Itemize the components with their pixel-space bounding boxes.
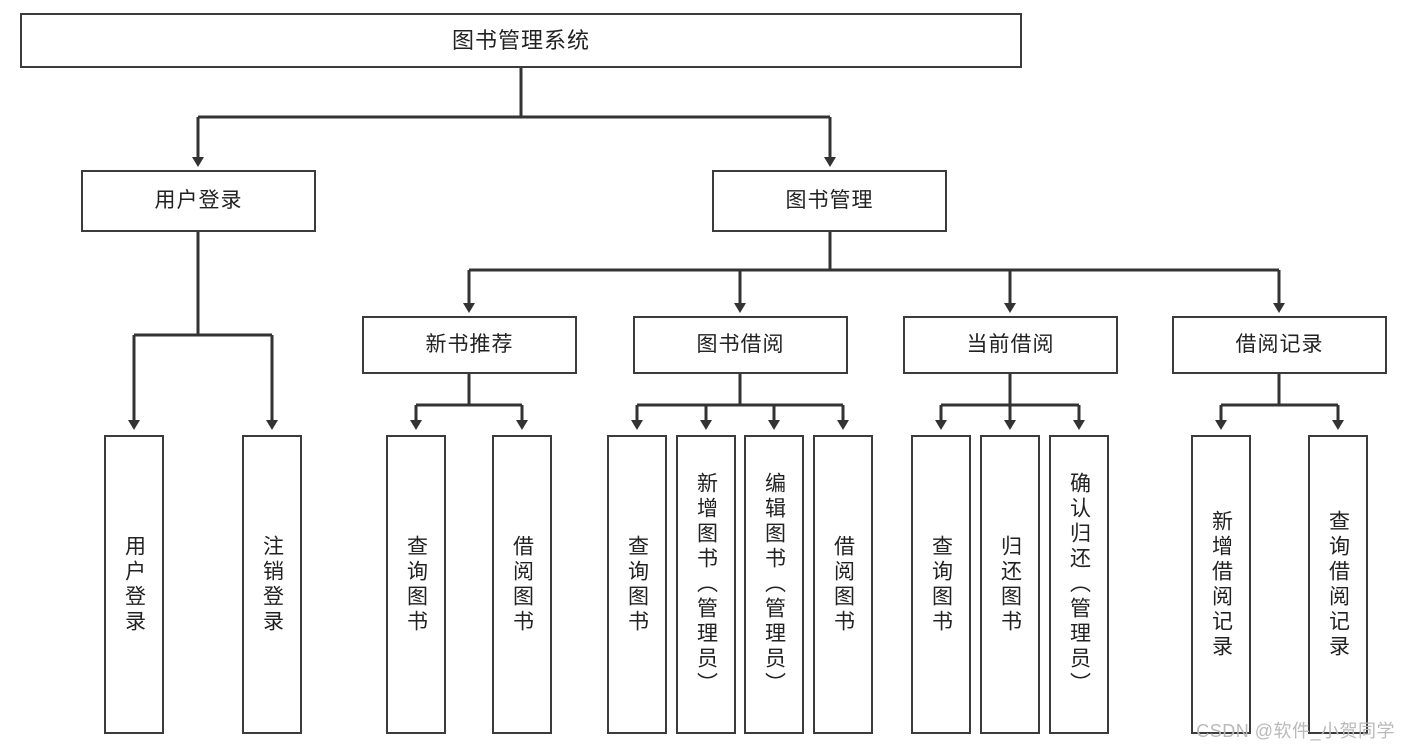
node-label: 借阅记录 [1235,332,1324,356]
node-label: 新书推荐 [425,332,514,356]
leaf-return-book[interactable]: 归还图书 [980,435,1040,734]
node-label: 借阅图书 [510,534,534,635]
node-label: 查询图书 [929,534,953,635]
node-label: 用户登录 [154,188,243,212]
node-current-borrow[interactable]: 当前借阅 [903,316,1118,374]
node-label: 确认归还（管理员） [1067,472,1091,697]
leaf-add-book-admin[interactable]: 新增图书（管理员） [676,435,736,734]
leaf-borrow-book[interactable]: 借阅图书 [813,435,873,734]
node-new-book-recommendation[interactable]: 新书推荐 [362,316,577,374]
node-root-book-management-system[interactable]: 图书管理系统 [20,13,1022,68]
node-label: 借阅图书 [831,534,855,635]
node-label: 编辑图书（管理员） [762,472,786,697]
leaf-edit-book-admin[interactable]: 编辑图书（管理员） [744,435,804,734]
leaf-add-borrow-record[interactable]: 新增借阅记录 [1191,435,1251,734]
leaf-user-login[interactable]: 用户登录 [104,435,164,734]
node-label: 图书管理 [785,188,874,212]
node-label: 查询借阅记录 [1326,509,1350,660]
node-user-login[interactable]: 用户登录 [81,170,316,232]
leaf-query-book-current[interactable]: 查询图书 [911,435,971,734]
node-borrow-record[interactable]: 借阅记录 [1172,316,1387,374]
leaf-logout[interactable]: 注销登录 [242,435,302,734]
leaf-query-book-recommendation[interactable]: 查询图书 [386,435,446,734]
node-label: 图书借阅 [696,332,785,356]
node-label: 当前借阅 [966,332,1055,356]
leaf-confirm-return-admin[interactable]: 确认归还（管理员） [1049,435,1109,734]
node-label: 图书管理系统 [451,27,590,53]
node-label: 用户登录 [122,534,146,635]
leaf-query-borrow-record[interactable]: 查询借阅记录 [1308,435,1368,734]
node-book-borrow[interactable]: 图书借阅 [633,316,848,374]
node-label: 查询图书 [625,534,649,635]
node-label: 归还图书 [998,534,1022,635]
node-label: 注销登录 [260,534,284,635]
node-label: 新增图书（管理员） [694,472,718,697]
node-label: 新增借阅记录 [1209,509,1233,660]
leaf-borrow-book-recommendation[interactable]: 借阅图书 [492,435,552,734]
node-label: 查询图书 [404,534,428,635]
node-book-management[interactable]: 图书管理 [712,170,947,232]
leaf-query-book-borrow[interactable]: 查询图书 [607,435,667,734]
